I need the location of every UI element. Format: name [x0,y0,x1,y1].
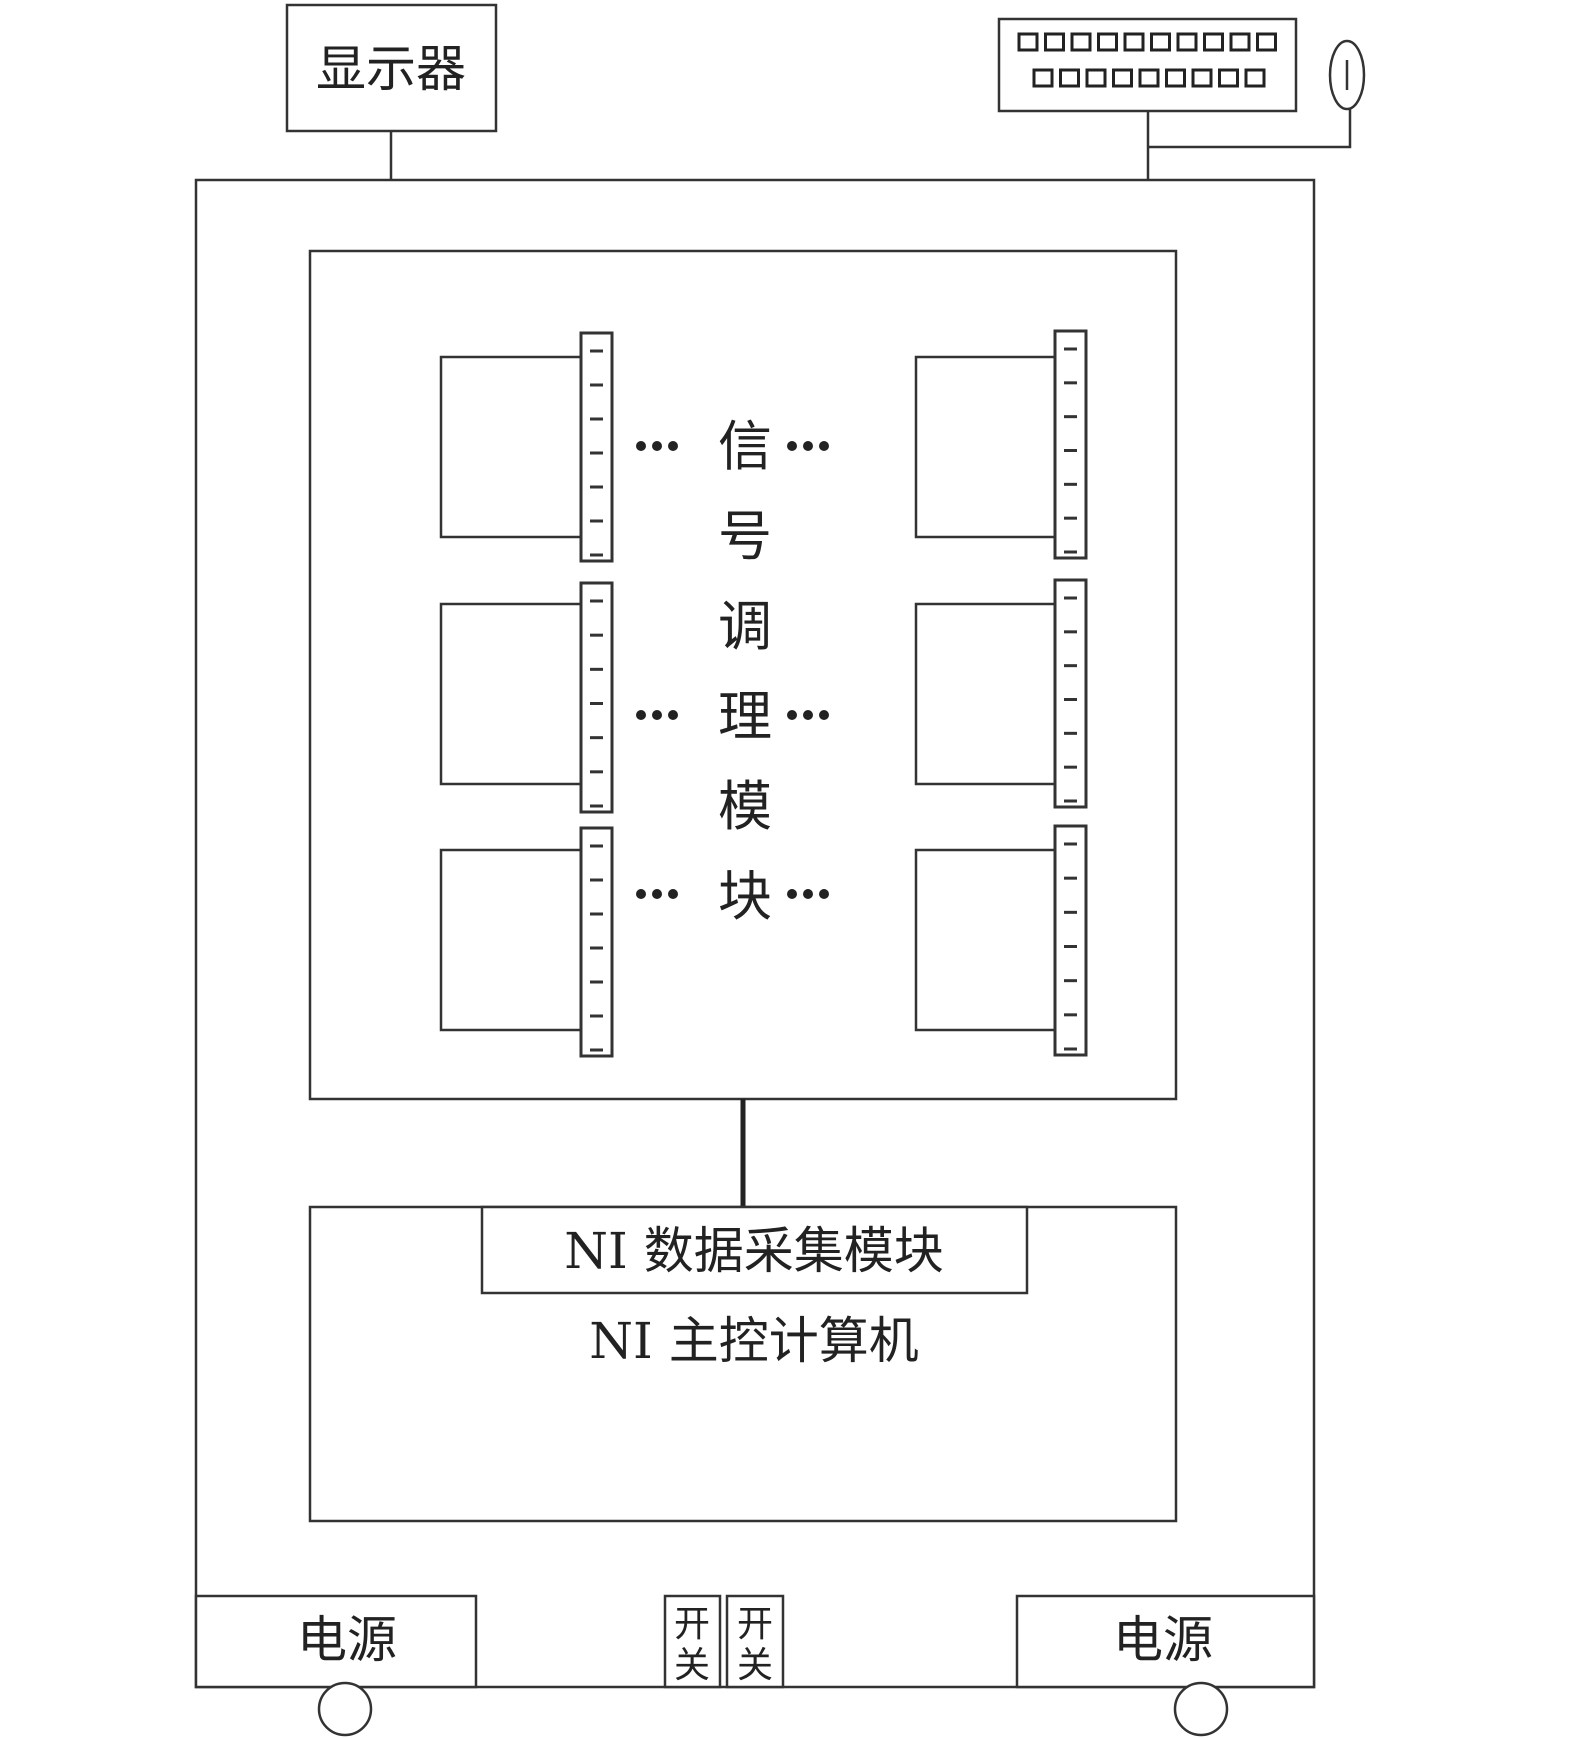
key [1032,68,1054,88]
key [1191,68,1213,88]
leader-dot [668,710,678,720]
key [1123,32,1145,52]
leader-dot [803,710,813,720]
leader-dot [652,441,662,451]
key [1165,68,1186,88]
leader-dot [668,889,678,899]
conditioning-card [439,826,614,1058]
conditioning-card [914,824,1088,1057]
conditioning-card [439,331,614,563]
leader-dot [819,441,829,451]
leader-dot [787,889,797,899]
signal-module-char-4: 理 [718,685,772,748]
key [1176,32,1198,52]
keyboard-keys-row-1 [1017,32,1277,52]
conditioning-card [914,578,1088,809]
key [1150,32,1171,52]
leader-dot [668,441,678,451]
host-computer-label: NI 主控计算机 [589,1312,918,1370]
switch-1: 开 关 [663,1594,722,1689]
daq-module: NI 数据采集模块 [480,1205,1029,1295]
signal-module-label: 信 号 调 理 模 块 [718,415,772,928]
leader-dot [636,889,646,899]
switch-1-top: 开 [674,1604,710,1645]
key [1085,68,1107,88]
key [1044,32,1065,52]
keyboard [997,17,1298,113]
key [1059,68,1080,88]
key [1112,68,1133,88]
keyboard-keys-row-2 [1032,68,1266,88]
display-label: 显示器 [316,40,466,98]
power-right-label: 电源 [1113,1611,1213,1669]
mouse-icon [1328,39,1366,111]
leader-dot [652,710,662,720]
leader-dot [787,441,797,451]
signal-module-char-5: 模 [718,775,772,838]
daq-module-label: NI 数据采集模块 [564,1222,943,1280]
key [1097,32,1118,52]
key [1229,32,1251,52]
key [1203,32,1224,52]
power-supply-right: 电源 [1015,1594,1316,1689]
leader-dot [652,889,662,899]
signal-module-char-1: 信 [718,415,772,478]
switch-2: 开 关 [725,1594,785,1689]
switch-2-top: 开 [737,1604,773,1645]
peripheral-cable [1146,109,1352,180]
leader-dot [803,441,813,451]
conditioning-card [914,329,1088,560]
leader-dot [636,441,646,451]
leader-dot [636,710,646,720]
leader-dot [803,889,813,899]
signal-module-char-2: 号 [718,505,772,568]
key [1138,68,1160,88]
key [1017,32,1039,52]
conditioning-cards [439,329,1088,1058]
key [1244,68,1266,88]
key [1218,68,1239,88]
switch-2-bottom: 关 [737,1645,773,1686]
leader-dot [819,889,829,899]
leader-dot [819,710,829,720]
wheel-right [1173,1681,1229,1737]
signal-module-char-3: 调 [718,595,772,658]
signal-module-char-6: 块 [718,865,772,928]
display-box: 显示器 [285,3,498,180]
power-supply-left: 电源 [194,1594,478,1689]
switch-1-bottom: 关 [674,1645,710,1686]
wheel-left [317,1681,373,1737]
conditioning-card [439,581,614,814]
dot-leaders [636,441,829,899]
key [1070,32,1092,52]
leader-dot [787,710,797,720]
power-left-label: 电源 [297,1611,397,1669]
key [1256,32,1277,52]
